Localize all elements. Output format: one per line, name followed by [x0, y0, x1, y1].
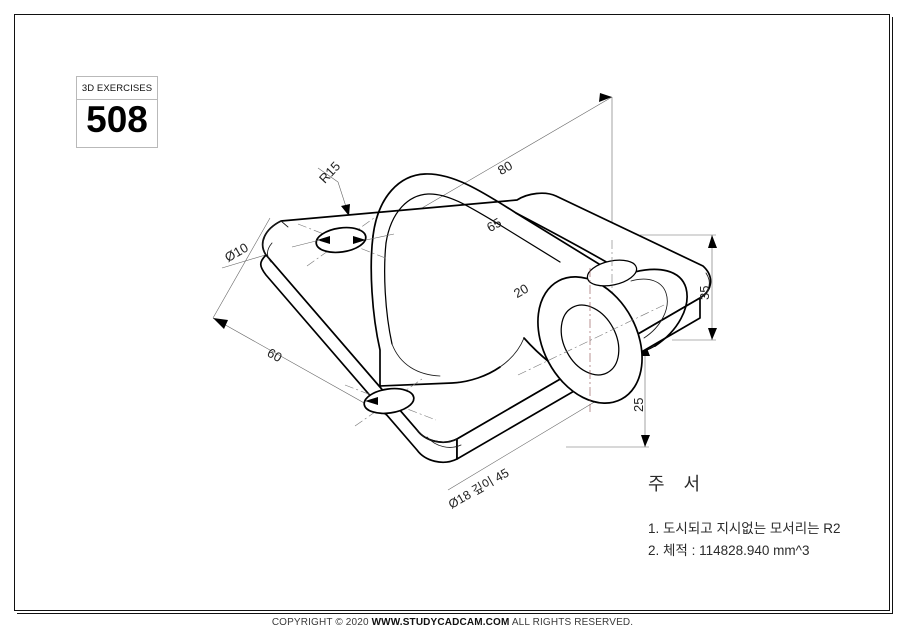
footer-site: WWW.STUDYCADCAM.COM [371, 617, 510, 628]
footer-suffix: ALL RIGHTS RESERVED. [509, 617, 634, 628]
dim-label-boss-center-height: 25 [631, 397, 646, 412]
arch-web [370, 173, 613, 387]
hole-lower [344, 378, 437, 427]
title-block-number: 508 [86, 99, 148, 140]
notes-heading: 주 서 [648, 474, 708, 494]
surface-blend-lines [280, 220, 710, 448]
title-block-header: 3D EXERCISES [77, 77, 157, 100]
sheet-border [14, 14, 890, 611]
notes-block: 주 서 1. 도시되고 지시없는 모서리는 R2 2. 체적 : 114828.… [648, 470, 898, 562]
note-item-1: 1. 도시되고 지시없는 모서리는 R2 [648, 521, 841, 536]
hole-upper [291, 217, 395, 267]
footer-copyright: COPYRIGHT © 2020 WWW.STUDYCADCAM.COM ALL… [0, 617, 905, 628]
note-item-2: 2. 체적 : 114828.940 mm^3 [648, 542, 810, 558]
footer-prefix: COPYRIGHT © 2020 [271, 617, 372, 628]
title-block: 3D EXERCISES 508 [76, 76, 158, 148]
cylinder-boss [515, 212, 688, 412]
dim-label-overall-height: 35 [697, 285, 712, 300]
